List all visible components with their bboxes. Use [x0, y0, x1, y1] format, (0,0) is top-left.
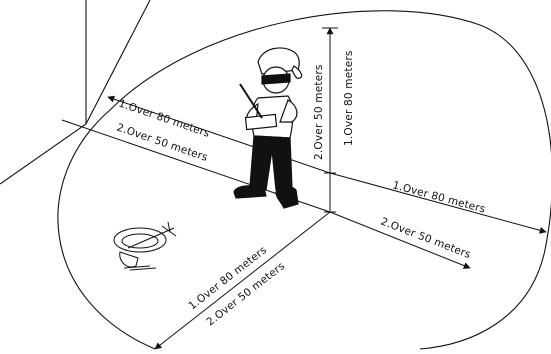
room-corner: [0, 0, 150, 184]
label-right-50: 2.Over 50 meters: [379, 216, 473, 261]
helicopter-icon: [114, 222, 176, 270]
label-right-80: 1.Over 80 meters: [391, 179, 486, 215]
front-arrow: [155, 212, 330, 349]
label-vertical-80: 1.Over 80 meters: [343, 50, 355, 146]
label-vertical-50: 2.Over 50 meters: [313, 64, 325, 160]
range-boundary: [58, 11, 551, 349]
dimension-lines: [62, 28, 546, 349]
pilot-figure: [234, 48, 302, 208]
